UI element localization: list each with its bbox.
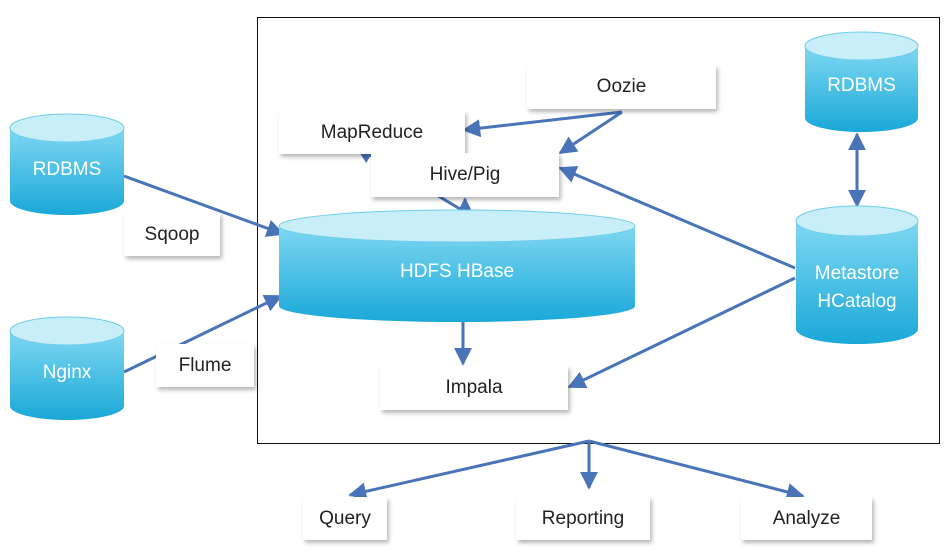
metastore-label: Metastore bbox=[814, 263, 900, 284]
arrow-metastore-to-hivepig bbox=[558, 166, 796, 270]
hivepig-label: Hive/Pig bbox=[429, 164, 501, 185]
reporting-label: Reporting bbox=[541, 507, 625, 529]
hivepig-box: Hive/Pig bbox=[371, 153, 559, 197]
metastore-hcatalog-cylinder: Metastore HCatalog bbox=[795, 205, 919, 344]
cylinder-icon bbox=[804, 31, 919, 132]
analyze-label: Analyze bbox=[772, 507, 841, 529]
oozie-box: Oozie bbox=[527, 65, 716, 109]
arrow-oozie-to-mapreduce bbox=[462, 110, 623, 138]
rdbms-right-cylinder: RDBMS bbox=[804, 31, 919, 132]
impala-box: Impala bbox=[380, 366, 568, 410]
sqoop-box: Sqoop bbox=[124, 213, 220, 256]
sqoop-label: Sqoop bbox=[144, 223, 200, 245]
cylinder-icon bbox=[278, 209, 636, 322]
mapreduce-box: MapReduce bbox=[279, 111, 465, 154]
rdbms-left-label: RDBMS bbox=[32, 159, 102, 180]
analyze-box: Analyze bbox=[741, 497, 872, 540]
arrow-system-to-analyze bbox=[588, 439, 805, 501]
flume-box: Flume bbox=[156, 344, 254, 387]
arrow-system-to-query bbox=[348, 439, 590, 501]
rdbms-left-cylinder: RDBMS bbox=[9, 113, 125, 215]
impala-label: Impala bbox=[445, 377, 503, 398]
hdfs-hbase-label: HDFS HBase bbox=[399, 261, 515, 282]
cylinder-icon bbox=[9, 316, 125, 420]
query-label: Query bbox=[319, 507, 371, 529]
rdbms-right-label: RDBMS bbox=[827, 75, 896, 96]
nginx-cylinder: Nginx bbox=[9, 316, 125, 420]
flume-label: Flume bbox=[178, 354, 232, 376]
arrow-rdbms-to-hdfs bbox=[123, 174, 285, 237]
cylinder-icon bbox=[9, 113, 125, 215]
hdfs-hbase-cylinder: HDFS HBase bbox=[278, 209, 636, 322]
mapreduce-label: MapReduce bbox=[320, 121, 424, 143]
reporting-box: Reporting bbox=[516, 497, 650, 540]
arrow-oozie-to-hivepig bbox=[558, 110, 623, 155]
cylinder-icon bbox=[795, 205, 919, 344]
arrow-metastore-to-impala bbox=[567, 276, 796, 389]
hcatalog-label: HCatalog bbox=[817, 291, 897, 312]
query-box: Query bbox=[303, 497, 387, 540]
nginx-label: Nginx bbox=[42, 362, 92, 383]
arrow-nginx-to-hdfs bbox=[123, 294, 283, 374]
oozie-label: Oozie bbox=[596, 76, 647, 97]
